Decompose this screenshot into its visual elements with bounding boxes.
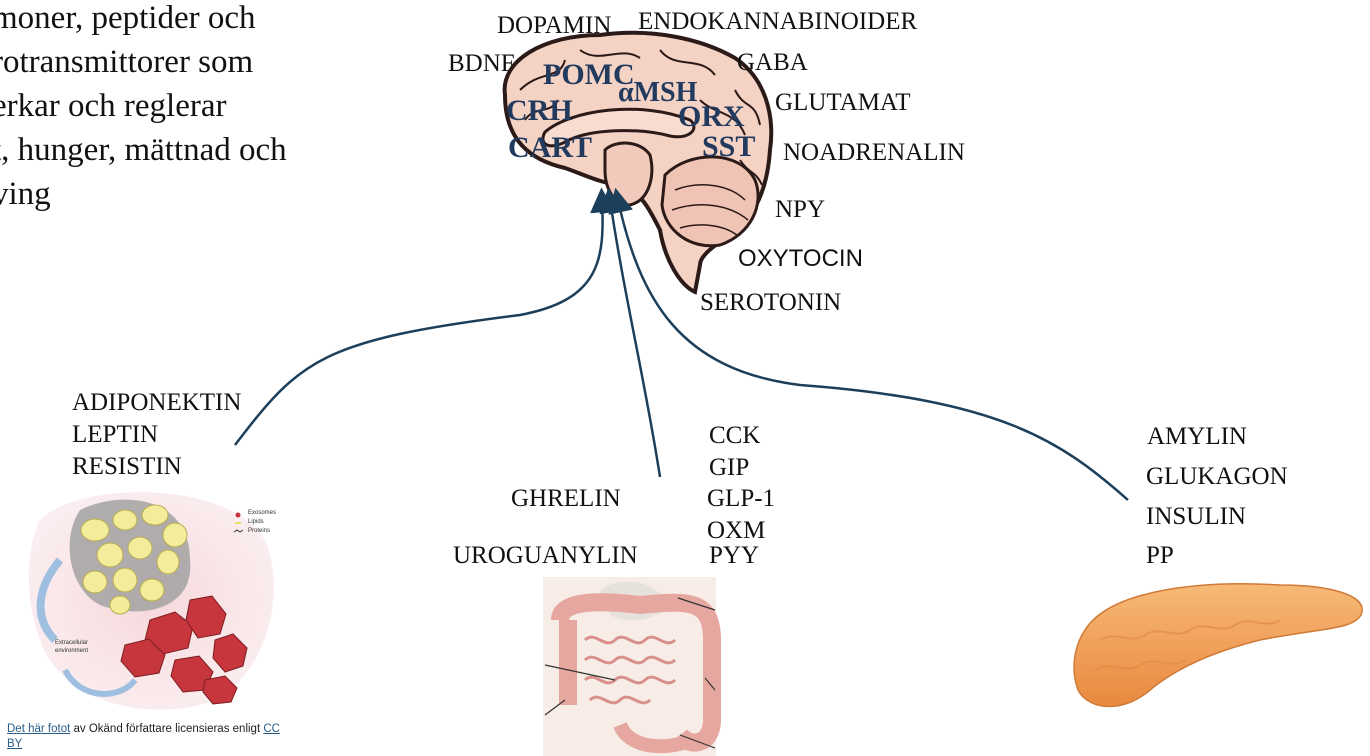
- credit-text: av Okänd författare licensieras enligt: [70, 723, 263, 735]
- label-orx: ORX: [678, 100, 745, 134]
- label-ghrelin: GHRELIN: [511, 485, 621, 513]
- label-crh: CRH: [506, 94, 573, 128]
- label-pyy: PYY: [709, 542, 759, 570]
- env-text-1: Extracellular: [55, 640, 88, 646]
- credit-license-line2: BY: [7, 738, 22, 750]
- legend-proteins: Proteins: [248, 528, 270, 534]
- label-adiponektin: ADIPONEKTIN: [72, 389, 241, 417]
- legend-lipids: Lipids: [248, 519, 264, 525]
- label-sst: SST: [702, 130, 755, 164]
- image-credit: Det här fotot av Okänd författare licens…: [7, 722, 337, 752]
- fat-tissue-illustration: [29, 492, 274, 710]
- label-bdnf: BDNF: [448, 50, 515, 78]
- label-amylin: AMYLIN: [1147, 423, 1247, 451]
- label-pp: PP: [1146, 542, 1174, 570]
- label-oxytocin: OXYTOCIN: [738, 245, 863, 273]
- label-resistin: RESISTIN: [72, 453, 182, 481]
- label-cart: CART: [508, 131, 592, 165]
- label-dopamin: DOPAMIN: [497, 12, 611, 40]
- label-npy: NPY: [775, 196, 825, 224]
- label-insulin: INSULIN: [1146, 503, 1246, 531]
- label-cck: CCK: [709, 422, 760, 450]
- label-oxm: OXM: [707, 517, 765, 545]
- pancreas-illustration: [1074, 584, 1362, 707]
- label-gip: GIP: [709, 454, 749, 482]
- label-glutamat: GLUTAMAT: [775, 89, 911, 117]
- legend-exosomes: Exosomes: [248, 510, 276, 516]
- label-serotonin: SEROTONIN: [700, 289, 841, 317]
- credit-license-line1: CC: [263, 723, 280, 735]
- label-endokannabinoider: ENDOKANNABINOIDER: [638, 8, 917, 36]
- label-glukagon: GLUKAGON: [1146, 463, 1288, 491]
- label-gaba: GABA: [737, 49, 808, 77]
- env-text-2: environment: [55, 648, 88, 654]
- arrow-gut-to-brain: [610, 200, 660, 477]
- label-uroguanylin: UROGUANYLIN: [453, 542, 638, 570]
- intestine-illustration: [543, 577, 716, 756]
- arrow-fat-to-brain: [235, 200, 603, 445]
- label-glp1: GLP-1: [707, 485, 775, 513]
- label-leptin: LEPTIN: [72, 421, 158, 449]
- label-noadrenalin: NOADRENALIN: [783, 139, 965, 167]
- credit-photo-link[interactable]: Det här fotot: [7, 723, 70, 735]
